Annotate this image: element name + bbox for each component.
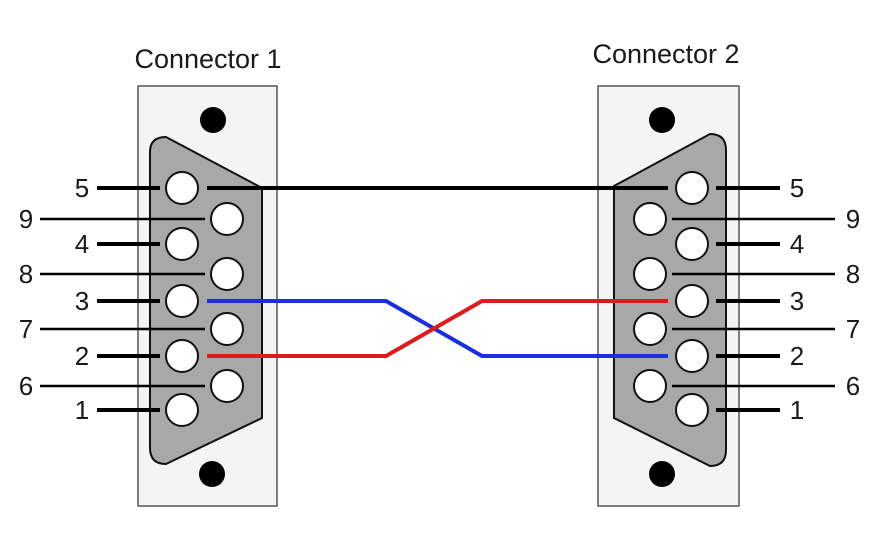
connector-1-bottom-screw <box>199 461 225 487</box>
connector-1-pins <box>165 171 244 427</box>
connector-1-pin-label-1: 1 <box>75 395 89 425</box>
connector-2-pin-label-8: 8 <box>846 259 860 289</box>
connector-2-pin-5 <box>675 171 709 205</box>
connector-2-title: Connector 2 <box>592 39 739 69</box>
connector-1-pin-8 <box>210 257 244 291</box>
connector-1-pin-label-8: 8 <box>19 259 33 289</box>
connector-2-pin-7 <box>633 312 667 346</box>
connector-2-pin-2 <box>675 339 709 373</box>
connector-2-pin-label-2: 2 <box>790 341 804 371</box>
connector-1-pin-labels: 1 2 3 4 5 6 7 8 9 <box>19 173 89 425</box>
connector-1-title: Connector 1 <box>134 44 281 74</box>
connector-1-pin-label-3: 3 <box>75 286 89 316</box>
connector-2-pin-8 <box>633 257 667 291</box>
connector-2-pin-4 <box>675 227 709 261</box>
connector-2-pin-label-1: 1 <box>790 395 804 425</box>
connector-2: 1 2 3 4 5 6 7 8 9 <box>597 85 860 507</box>
connector-1-pin-label-7: 7 <box>19 314 33 344</box>
connector-2-pin-1 <box>675 393 709 427</box>
connector-2-leads <box>672 186 835 412</box>
connector-1-pin-2 <box>165 339 199 373</box>
connector-1-pin-label-5: 5 <box>75 173 89 203</box>
connector-1-leads <box>40 186 205 412</box>
wiring <box>207 186 668 358</box>
wire-pin-2-to-pin-3 <box>207 299 668 358</box>
connector-2-pin-label-3: 3 <box>790 286 804 316</box>
connector-2-pin-label-4: 4 <box>790 229 804 259</box>
connector-1-pin-5 <box>165 171 199 205</box>
connector-2-pin-labels: 1 2 3 4 5 6 7 8 9 <box>790 173 860 425</box>
connector-2-pin-label-6: 6 <box>846 371 860 401</box>
connector-2-top-screw <box>649 107 675 133</box>
connector-1-pin-label-4: 4 <box>75 229 89 259</box>
connector-1-pin-7 <box>210 312 244 346</box>
connector-1-pin-label-9: 9 <box>19 204 33 234</box>
connector-1-pin-4 <box>165 227 199 261</box>
connector-1-pin-1 <box>165 393 199 427</box>
connector-1-top-screw <box>200 107 226 133</box>
connector-1: 1 2 3 4 5 6 7 8 9 <box>19 85 278 507</box>
connector-1-pin-label-2: 2 <box>75 341 89 371</box>
connector-2-pin-label-9: 9 <box>846 204 860 234</box>
connector-2-pins <box>633 171 709 427</box>
connector-2-pin-label-5: 5 <box>790 173 804 203</box>
connector-2-pin-3 <box>675 284 709 318</box>
connector-2-pin-9 <box>633 202 667 236</box>
connector-2-pin-6 <box>633 369 667 403</box>
connector-1-pin-6 <box>210 369 244 403</box>
connector-2-pin-label-7: 7 <box>846 314 860 344</box>
connector-1-pin-label-6: 6 <box>19 371 33 401</box>
connector-1-pin-3 <box>165 284 199 318</box>
connector-1-pin-9 <box>210 202 244 236</box>
connector-2-bottom-screw <box>649 461 675 487</box>
